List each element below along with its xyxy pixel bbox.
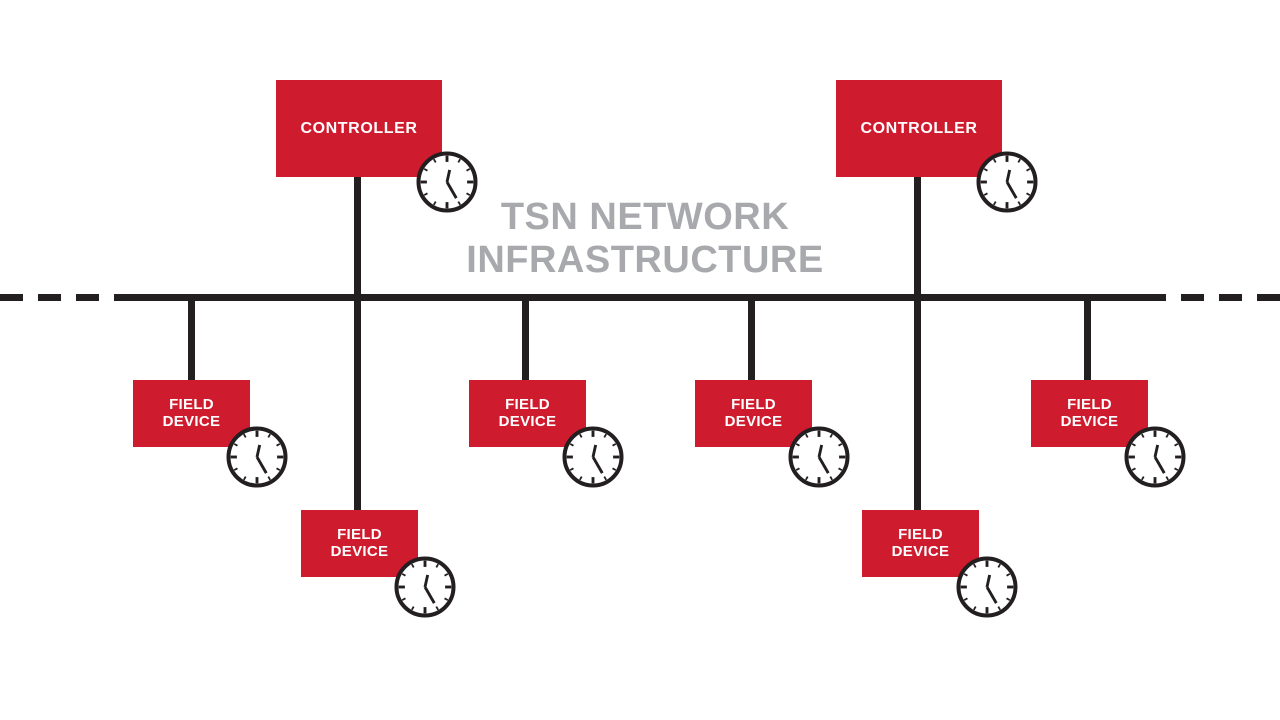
connector-stem-field-device-2 — [354, 297, 361, 512]
connector-stem-controller-right — [914, 177, 921, 301]
clock-icon-field-device-2 — [394, 556, 456, 618]
connector-stem-field-device-6 — [1084, 297, 1091, 382]
connector-stem-controller-left — [354, 177, 361, 301]
clock-icon-field-device-5 — [956, 556, 1018, 618]
node-label-field-device-5: FIELD DEVICE — [891, 525, 950, 560]
node-field-device-2[interactable]: FIELD DEVICE — [301, 510, 418, 577]
bus-dash-right — [1156, 294, 1280, 301]
node-field-device-6[interactable]: FIELD DEVICE — [1031, 380, 1148, 447]
node-label-field-device-3: FIELD DEVICE — [498, 395, 557, 430]
clock-icon-field-device-3 — [562, 426, 624, 488]
clock-icon-field-device-6 — [1124, 426, 1186, 488]
node-controller-right[interactable]: CONTROLLER — [836, 80, 1002, 177]
node-label-controller-right: CONTROLLER — [860, 119, 978, 137]
node-controller-left[interactable]: CONTROLLER — [276, 80, 442, 177]
clock-icon-controller-right — [976, 151, 1038, 213]
page-title: TSN NETWORK INFRASTRUCTURE — [466, 196, 824, 281]
bus-line-solid — [120, 294, 1158, 301]
node-label-field-device-1: FIELD DEVICE — [162, 395, 221, 430]
node-field-device-4[interactable]: FIELD DEVICE — [695, 380, 812, 447]
clock-icon-field-device-4 — [788, 426, 850, 488]
node-field-device-5[interactable]: FIELD DEVICE — [862, 510, 979, 577]
connector-stem-field-device-3 — [522, 297, 529, 382]
connector-stem-field-device-1 — [188, 297, 195, 382]
node-label-controller-left: CONTROLLER — [300, 119, 418, 137]
node-field-device-3[interactable]: FIELD DEVICE — [469, 380, 586, 447]
node-label-field-device-4: FIELD DEVICE — [724, 395, 783, 430]
node-label-field-device-2: FIELD DEVICE — [330, 525, 389, 560]
clock-icon-field-device-1 — [226, 426, 288, 488]
node-label-field-device-6: FIELD DEVICE — [1060, 395, 1119, 430]
bus-dash-left — [0, 294, 122, 301]
connector-stem-field-device-5 — [914, 297, 921, 512]
connector-stem-field-device-4 — [748, 297, 755, 382]
node-field-device-1[interactable]: FIELD DEVICE — [133, 380, 250, 447]
clock-icon-controller-left — [416, 151, 478, 213]
